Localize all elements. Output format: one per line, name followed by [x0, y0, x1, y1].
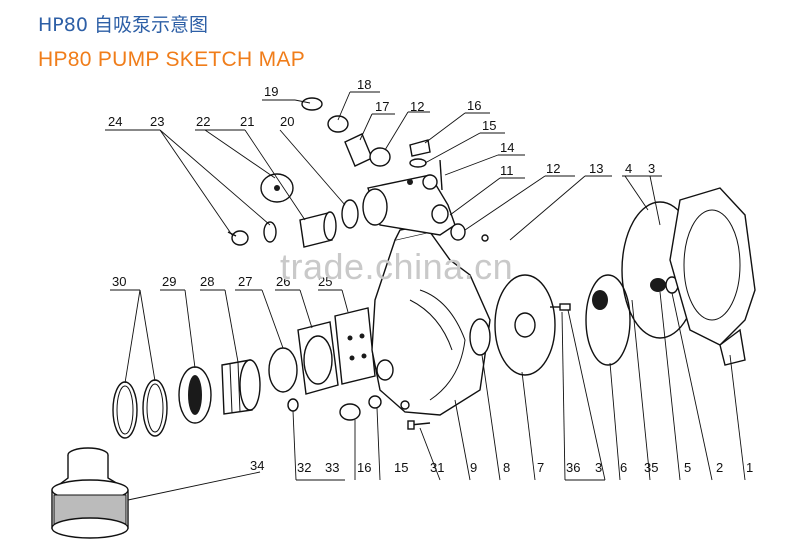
wear-plate-part — [494, 274, 556, 376]
clamp-23-part — [263, 221, 277, 243]
label-14: 14 — [500, 140, 514, 155]
top-hose-assembly-part — [301, 97, 391, 167]
title-english: HP80 PUMP SKETCH MAP — [38, 48, 306, 71]
label-34: 34 — [250, 458, 264, 473]
drain-plug-part — [339, 395, 382, 421]
part-labels: 24 23 22 21 20 19 18 17 12 16 15 14 11 1… — [108, 77, 753, 475]
hose-clamps-part — [112, 379, 168, 439]
drain-bolt-part — [407, 420, 431, 430]
impeller-screw-part — [550, 303, 571, 311]
label-29: 29 — [162, 274, 176, 289]
cap-22-part — [260, 173, 294, 203]
label-28: 28 — [200, 274, 214, 289]
label-25: 25 — [318, 274, 332, 289]
label-4: 4 — [625, 161, 632, 176]
strainer-part — [51, 447, 129, 539]
label-36: 36 — [566, 460, 580, 475]
label-33: 33 — [325, 460, 339, 475]
label-20: 20 — [280, 114, 294, 129]
label-2: 2 — [716, 460, 723, 475]
label-17: 17 — [375, 99, 389, 114]
label-6: 6 — [620, 460, 627, 475]
o-ring-8-part — [469, 318, 491, 356]
inlet-flange-part — [297, 321, 339, 395]
label-9: 9 — [470, 460, 477, 475]
small-bolt-part — [481, 234, 489, 242]
label-15-bottom: 15 — [394, 460, 408, 475]
label-27: 27 — [238, 274, 252, 289]
label-26: 26 — [276, 274, 290, 289]
label-12-top: 12 — [410, 99, 424, 114]
label-3-bottom: 3 — [595, 460, 602, 475]
check-valve-part — [334, 307, 376, 385]
mechanical-seal-part — [650, 276, 679, 294]
label-22: 22 — [196, 114, 210, 129]
hose-21-part — [299, 211, 337, 248]
label-13: 13 — [589, 161, 603, 176]
label-23: 23 — [150, 114, 164, 129]
label-5: 5 — [684, 460, 691, 475]
label-19: 19 — [264, 84, 278, 99]
o-ring-27-part — [268, 347, 298, 393]
union-nut-part — [178, 366, 212, 424]
label-3-top: 3 — [648, 161, 655, 176]
label-7: 7 — [537, 460, 544, 475]
filler-plug-part — [409, 139, 431, 168]
leader-lines — [105, 91, 746, 501]
fitting-11-part — [431, 204, 449, 224]
watermark-text: trade.china.cn — [280, 246, 514, 287]
label-16-bottom: 16 — [357, 460, 371, 475]
label-15-top: 15 — [482, 118, 496, 133]
label-1: 1 — [746, 460, 753, 475]
label-31: 31 — [430, 460, 444, 475]
label-24: 24 — [108, 114, 122, 129]
hose-connector-part — [221, 359, 261, 415]
label-32: 32 — [297, 460, 311, 475]
label-16-top: 16 — [467, 98, 481, 113]
o-ring-20-part — [341, 199, 359, 229]
label-30: 30 — [112, 274, 126, 289]
label-8: 8 — [503, 460, 510, 475]
label-11: 11 — [500, 163, 514, 178]
clamp-24-part — [227, 230, 249, 246]
bolt-14-part — [439, 159, 443, 191]
label-21: 21 — [240, 114, 254, 129]
impeller-part — [585, 274, 631, 366]
pump-bracket-part — [669, 187, 756, 366]
label-18: 18 — [357, 77, 371, 92]
small-plug-part — [287, 398, 299, 412]
label-12-right: 12 — [546, 161, 560, 176]
o-ring-12-part — [450, 223, 466, 241]
title-chinese: HP80 自吸泵示意图 — [38, 14, 208, 36]
label-35: 35 — [644, 460, 658, 475]
